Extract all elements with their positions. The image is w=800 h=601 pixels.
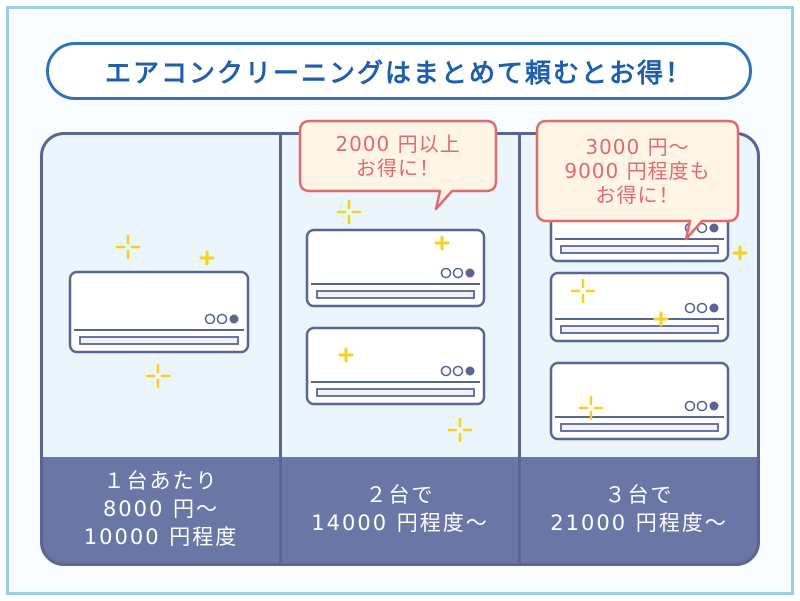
bubble-text: お得に！ [596, 183, 680, 207]
page-title: エアコンクリーニングはまとめて頼むとお得！ [46, 42, 752, 100]
price-line: 10000 円程度 [83, 524, 239, 549]
indicator-light [465, 268, 475, 278]
indicator-light [684, 400, 696, 412]
indicator-light [216, 313, 228, 325]
air-conditioner [549, 361, 730, 441]
air-conditioner [305, 326, 486, 406]
panel-two-units-price: ２台で 14000 円程度～ [282, 457, 518, 563]
sparkle-icon [578, 395, 604, 421]
air-conditioner [549, 271, 730, 343]
panel-one-unit-price: １台あたり 8000 円～ 10000 円程度 [43, 457, 279, 563]
air-conditioner [305, 228, 486, 308]
sparkle-icon [199, 250, 215, 266]
bubble-text: 2000 円以上 [335, 132, 460, 156]
bubble-text: 3000 円～ [585, 135, 689, 159]
sparkle-icon [434, 235, 450, 251]
indicator-light [204, 313, 216, 325]
price-line: 14000 円程度～ [311, 511, 489, 535]
indicator-light [696, 302, 708, 314]
sparkle-icon [336, 199, 362, 225]
indicator-light [452, 267, 464, 279]
price-line: ３台で [604, 483, 674, 508]
indicator-light [696, 400, 708, 412]
indicator-light [465, 366, 475, 376]
indicator-light [440, 267, 452, 279]
sparkle-icon [338, 347, 354, 363]
air-conditioner [68, 270, 250, 354]
indicator-light [696, 222, 708, 234]
price-line: ２台で [365, 483, 435, 508]
sparkle-icon [570, 278, 596, 304]
indicator-light [709, 223, 719, 233]
bubble-text: お得に！ [356, 156, 440, 180]
sparkle-icon [732, 245, 748, 261]
price-line: 21000 円程度～ [550, 511, 728, 535]
indicator-light [452, 365, 464, 377]
indicator-light [440, 365, 452, 377]
sparkle-icon [145, 363, 171, 389]
price-line: １台あたり [103, 469, 219, 494]
price-line: 8000 円～ [102, 497, 220, 522]
sparkle-icon [115, 234, 141, 260]
indicator-light [709, 401, 719, 411]
bubble-text: 9000 円程度も [564, 159, 710, 183]
sparkle-icon [653, 311, 669, 327]
indicator-light [229, 314, 239, 324]
indicator-light [709, 303, 719, 313]
sparkle-icon [447, 417, 473, 443]
panel-three-units-price: ３台で 21000 円程度～ [521, 457, 757, 563]
indicator-light [684, 302, 696, 314]
